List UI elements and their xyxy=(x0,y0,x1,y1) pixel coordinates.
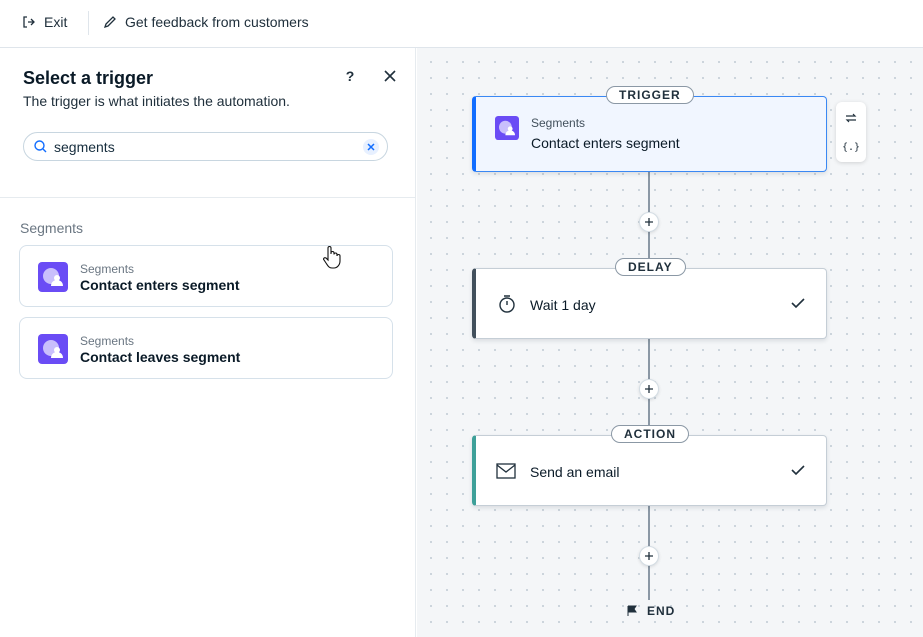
checkmark-icon xyxy=(791,465,805,476)
trigger-option-category: Segments xyxy=(80,262,135,276)
flag-icon xyxy=(627,605,637,616)
feedback-button[interactable]: Get feedback from customers xyxy=(103,14,309,30)
action-node-title: Send an email xyxy=(530,464,620,480)
trigger-node[interactable]: Segments Contact enters segment xyxy=(472,96,827,172)
checkmark-icon xyxy=(791,298,805,309)
pencil-icon xyxy=(103,16,116,29)
swap-icon[interactable] xyxy=(843,110,859,126)
panel-title: Select a trigger xyxy=(23,68,154,88)
add-step-button[interactable] xyxy=(639,212,659,232)
plus-icon xyxy=(645,552,653,560)
trigger-panel: Select a trigger The trigger is what ini… xyxy=(0,48,416,637)
search-icon xyxy=(34,140,47,153)
flow-end: END xyxy=(626,604,675,618)
trigger-option-leaves-segment[interactable]: Segments Contact leaves segment xyxy=(19,317,393,379)
trigger-option-label: Contact leaves segment xyxy=(80,349,241,365)
trigger-tools: {.} xyxy=(836,102,866,162)
toolbar-divider xyxy=(88,11,89,35)
search-input[interactable] xyxy=(54,137,354,157)
feedback-label: Get feedback from customers xyxy=(125,14,309,30)
add-step-button[interactable] xyxy=(639,546,659,566)
svg-text:{.}: {.} xyxy=(843,142,859,153)
stopwatch-icon xyxy=(499,295,515,313)
action-node[interactable]: Send an email xyxy=(472,435,827,506)
exit-icon xyxy=(23,16,35,28)
plus-icon xyxy=(645,218,653,226)
search-box xyxy=(23,132,388,161)
plus-icon xyxy=(645,385,653,393)
envelope-icon xyxy=(496,463,516,479)
segment-icon xyxy=(38,334,68,364)
action-badge: ACTION xyxy=(611,425,689,443)
trigger-badge: TRIGGER xyxy=(606,86,694,104)
clear-search-button[interactable] xyxy=(363,139,379,155)
close-icon[interactable] xyxy=(382,68,398,84)
help-icon[interactable]: ? xyxy=(345,68,355,84)
group-title: Segments xyxy=(20,220,84,236)
top-bar: Exit Get feedback from customers xyxy=(0,0,923,48)
trigger-option-category: Segments xyxy=(80,334,135,348)
trigger-node-title: Contact enters segment xyxy=(531,135,680,151)
delay-badge: DELAY xyxy=(615,258,686,276)
add-step-button[interactable] xyxy=(639,379,659,399)
segment-icon xyxy=(38,262,68,292)
delay-node[interactable]: Wait 1 day xyxy=(472,268,827,339)
exit-button[interactable]: Exit xyxy=(22,14,67,30)
trigger-node-category: Segments xyxy=(531,116,586,130)
panel-subtitle: The trigger is what initiates the automa… xyxy=(23,93,290,109)
panel-divider xyxy=(0,197,416,198)
trigger-option-label: Contact enters segment xyxy=(80,277,240,293)
hand-cursor-icon xyxy=(323,246,341,269)
clear-icon xyxy=(367,143,375,151)
end-label: END xyxy=(647,604,676,618)
segment-icon xyxy=(495,116,519,140)
variables-icon[interactable]: {.} xyxy=(843,138,859,154)
delay-node-title: Wait 1 day xyxy=(530,297,596,313)
exit-label: Exit xyxy=(44,14,68,30)
